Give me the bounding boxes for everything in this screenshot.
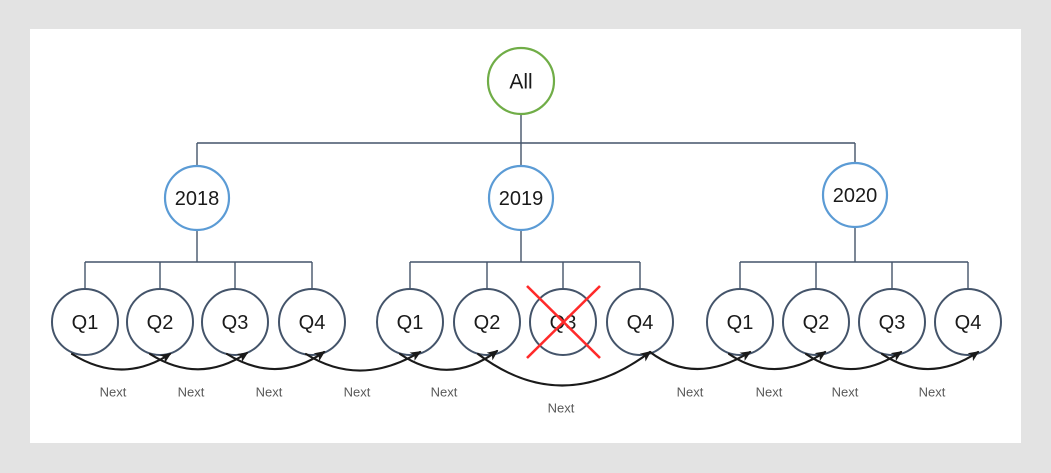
node-2018-q3[interactable]: Q3 [201,288,269,356]
node-2018-q3-label: Q3 [222,312,249,334]
node-all[interactable]: All [486,46,556,116]
node-2020-q3-label: Q3 [879,312,906,334]
node-2020-q4-label: Q4 [955,312,982,334]
node-2019-q2-label: Q2 [474,312,501,334]
next-label-2: Next [178,385,205,400]
node-2018-q1-circle[interactable] [51,288,119,356]
node-2020-q1-label: Q1 [727,312,754,334]
node-2019-q2[interactable]: Q2 [453,288,521,356]
node-2020-label: 2020 [833,185,878,207]
node-2020-circle[interactable] [821,161,889,229]
next-label-6: Next [548,401,575,416]
arrow-2019-q4-2020-q1[interactable] [648,350,752,370]
strikethrough-2019-q3 [526,285,601,359]
node-2019-label: 2019 [499,188,544,210]
node-2019-circle[interactable] [487,164,555,232]
next-label-4: Next [344,385,371,400]
node-2019-q1-label: Q1 [397,312,424,334]
next-label-8: Next [756,385,783,400]
node-2019-q1[interactable]: Q1 [376,288,444,356]
tree-connectors [84,114,969,289]
node-2020-q3[interactable]: Q3 [858,288,926,356]
next-label-5: Next [431,385,458,400]
arrow-2019-q1-q2[interactable] [398,349,499,371]
node-2018-circle[interactable] [163,164,231,232]
node-all-circle[interactable] [486,46,556,116]
transition-labels: Next Next Next Next Next Next Next Next … [100,385,946,416]
node-2019[interactable]: 2019 [487,164,555,232]
node-2020-q4[interactable]: Q4 [934,288,1002,356]
transition-arrows [70,349,980,387]
node-2018[interactable]: 2018 [163,164,231,232]
next-label-10: Next [919,385,946,400]
node-2018-label: 2018 [175,188,220,210]
next-label-3: Next [256,385,283,400]
next-label-1: Next [100,385,127,400]
next-label-9: Next [832,385,859,400]
next-label-7: Next [677,385,704,400]
node-2020[interactable]: 2020 [821,161,889,229]
arrow-2020-q3-q4[interactable] [880,350,980,371]
node-2018-q3-circle[interactable] [201,288,269,356]
node-2018-q2[interactable]: Q2 [126,288,194,356]
node-2018-q1[interactable]: Q1 [51,288,119,356]
node-2020-q1[interactable]: Q1 [706,288,774,356]
node-2018-q1-label: Q1 [72,312,99,334]
node-2019-q4-label: Q4 [627,312,654,334]
arrow-2019-q2-q4-bypass[interactable] [476,350,652,387]
node-2018-q4-label: Q4 [299,312,326,334]
node-2018-q4-circle[interactable] [278,288,346,356]
node-2018-q2-label: Q2 [147,312,174,334]
node-2020-q2[interactable]: Q2 [782,288,850,356]
node-all-label: All [509,71,532,94]
node-2020-q2-label: Q2 [803,312,830,334]
node-2018-q4[interactable]: Q4 [278,288,346,356]
node-2019-q4[interactable]: Q4 [606,288,674,356]
cross-line-2 [526,285,601,359]
